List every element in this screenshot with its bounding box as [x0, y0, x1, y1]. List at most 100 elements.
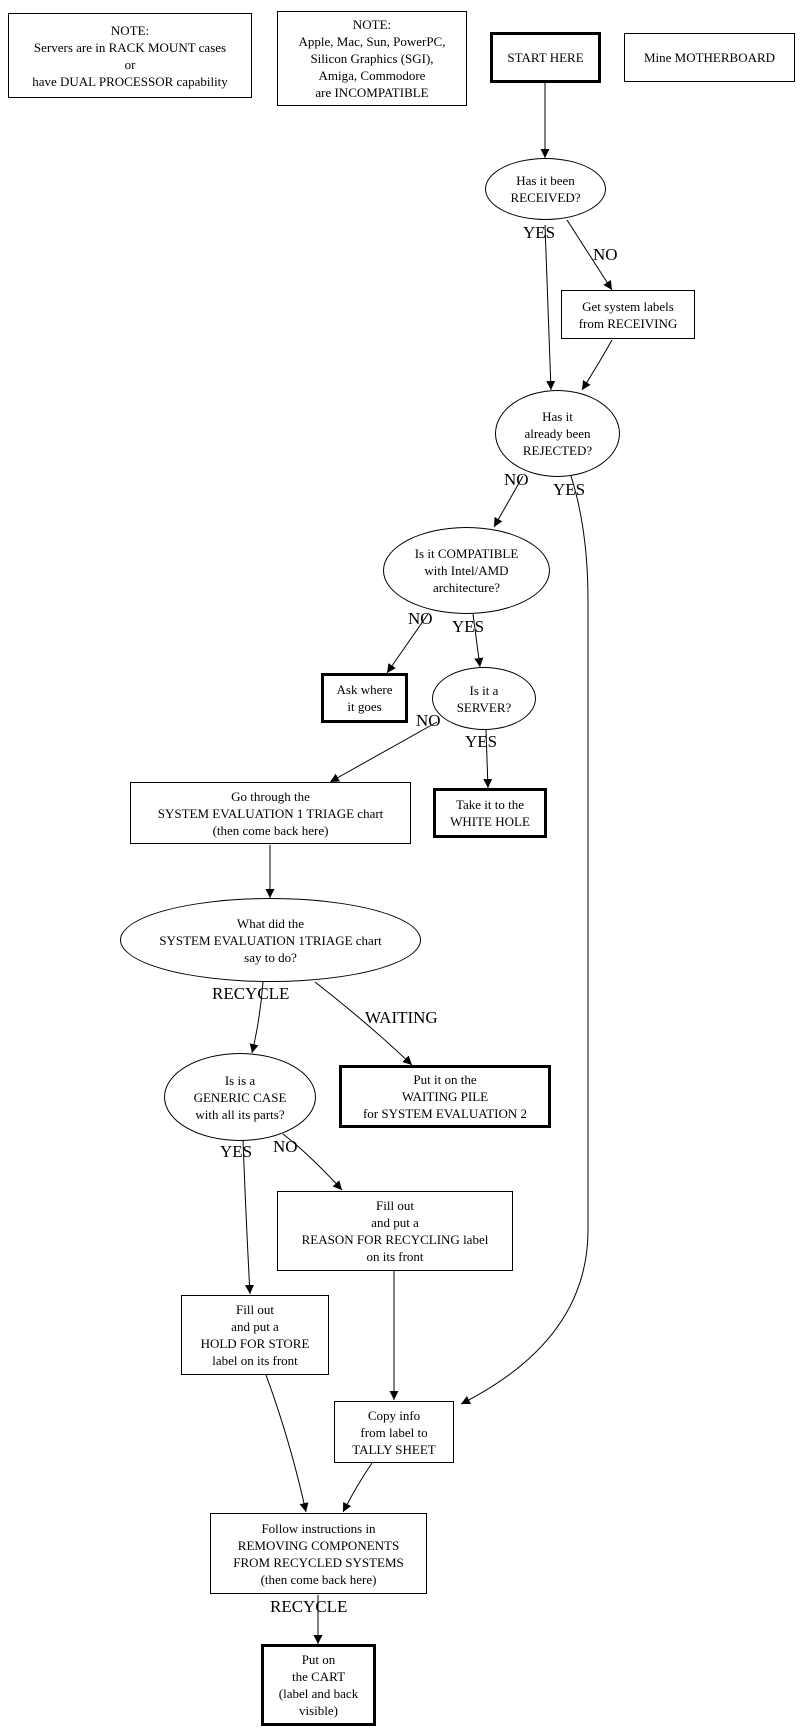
node-text-line: TALLY SHEET — [352, 1441, 436, 1457]
node-text-line: WHITE HOLE — [450, 814, 530, 829]
node-text-line: architecture? — [432, 580, 501, 595]
node-text-line: Copy info — [367, 1407, 421, 1423]
node-text-line: have DUAL PROCESSOR capability — [32, 73, 228, 89]
edge-received-yes-to-rejected — [544, 224, 556, 391]
node-text-line: Ask where — [336, 682, 393, 697]
edge-generic-no-to-reason — [282, 1133, 343, 1191]
node-ask-where-it-goes[interactable]: Ask where it goes — [321, 673, 408, 723]
node-text-line: (then come back here) — [212, 822, 329, 838]
node-text-line: the CART — [291, 1669, 346, 1684]
edge-label-what-recycle: RECYCLE — [212, 984, 290, 1003]
node-text-line: FROM RECYCLED SYSTEMS — [233, 1554, 404, 1570]
edge-what-recycle-to-generic — [249, 981, 264, 1054]
node-text-line: visible) — [299, 1703, 338, 1718]
node-text-line: Apple, Mac, Sun, PowerPC, — [298, 34, 446, 49]
node-text-line: (label and back — [278, 1686, 359, 1701]
edge-copy-info-to-follow — [342, 1462, 373, 1513]
edge-compatible-yes-to-server — [472, 613, 484, 668]
node-text-line: REASON FOR RECYCLING label — [301, 1232, 489, 1247]
node-text-line: already been — [524, 426, 591, 441]
node-text-line: it goes — [347, 699, 382, 714]
edge-label-server-yes: YES — [465, 732, 498, 751]
note-mine-motherboard: Mine MOTHERBOARD — [624, 33, 795, 82]
node-hold-for-store[interactable]: Fill out and put a HOLD FOR STORE label on … — [181, 1295, 329, 1375]
node-text-line: Fill out — [376, 1198, 414, 1213]
node-text-line: or — [124, 56, 136, 72]
node-reason-for-recycling[interactable]: Fill out and put a REASON FOR RECYCLING la… — [277, 1191, 513, 1271]
edge-received-no-to-get-labels — [566, 219, 613, 291]
edge-label-compatible-yes: YES — [452, 617, 485, 636]
edge-rejected-yes-to-copy-info — [460, 475, 589, 1405]
node-text-line: START HERE — [507, 50, 584, 65]
node-text-line: and put a — [371, 1215, 419, 1230]
node-text-line: on its front — [366, 1249, 424, 1264]
node-text-line: Go through the — [231, 788, 310, 804]
edge-server-yes-to-white-hole — [483, 729, 493, 789]
edge-label-generic-yes: YES — [220, 1142, 253, 1161]
node-text-line: label on its front — [212, 1353, 298, 1368]
node-is-compatible[interactable]: Is it COMPATIBLE with Intel/AMD architectu… — [383, 527, 550, 614]
node-text-line: for SYSTEM EVALUATION 2 — [362, 1106, 528, 1121]
edge-label-rejected-yes: YES — [553, 480, 586, 499]
node-text-line: NOTE: — [352, 17, 392, 32]
node-text-line: Take it to the — [455, 797, 525, 812]
edge-label-what-waiting: WAITING — [365, 1008, 438, 1027]
node-text-line: Servers are in RACK MOUNT cases — [33, 39, 227, 55]
node-text-line: from RECEIVING — [578, 315, 678, 331]
node-text-line: Silicon Graphics (SGI), — [310, 51, 434, 66]
node-text-line: Mine MOTHERBOARD — [643, 50, 776, 65]
node-text-line: Has it been — [516, 173, 575, 188]
node-text-line: Is is a — [224, 1072, 256, 1088]
node-text-line: Follow instructions in — [261, 1520, 376, 1536]
node-text-line: REMOVING COMPONENTS — [237, 1537, 400, 1553]
node-text-line: Put on — [301, 1652, 336, 1667]
node-text-line: say to do? — [244, 949, 297, 965]
node-text-line: are INCOMPATIBLE — [315, 85, 429, 100]
node-text-line: WAITING PILE — [401, 1089, 489, 1104]
node-text-line: GENERIC CASE — [193, 1089, 287, 1105]
note-incompatible: NOTE: Apple, Mac, Sun, PowerPC, Silicon Gr… — [277, 11, 467, 106]
node-text-line: with Intel/AMD — [424, 563, 509, 578]
node-text-line: Fill out — [236, 1302, 274, 1317]
node-text-line: Is it COMPATIBLE — [414, 546, 519, 561]
edge-what-waiting-to-waiting-pile — [314, 981, 413, 1066]
node-start-here[interactable]: START HERE — [490, 32, 601, 83]
node-text-line: Is it a — [469, 682, 499, 698]
node-text-line: What did the — [236, 915, 305, 931]
node-text-line: NOTE: — [110, 22, 150, 38]
edge-compatible-no-to-ask — [386, 613, 429, 674]
edge-server-no-to-go-through — [329, 721, 438, 783]
edge-hold-store-to-follow — [265, 1374, 309, 1513]
edge-label-rejected-no: NO — [504, 470, 529, 489]
node-text-line: Put it on the — [413, 1072, 477, 1087]
node-text-line: SERVER? — [456, 699, 512, 715]
edge-label-received-no: NO — [593, 245, 618, 264]
node-put-on-cart[interactable]: Put on the CART (label and back visible) — [261, 1644, 376, 1726]
edge-get-labels-to-rejected — [581, 339, 613, 391]
node-text-line: Amiga, Commodore — [318, 68, 426, 83]
edge-generic-yes-to-hold-store — [242, 1139, 255, 1295]
edge-label-received-yes: YES — [523, 223, 556, 242]
edge-label-generic-no: NO — [273, 1137, 298, 1156]
node-text-line: SYSTEM EVALUATION 1TRIAGE chart — [159, 932, 382, 948]
node-text-line: HOLD FOR STORE — [200, 1336, 310, 1351]
node-text-line: SYSTEM EVALUATION 1 TRIAGE chart — [157, 805, 384, 821]
edge-label-compatible-no: NO — [408, 609, 433, 628]
node-text-line: (then come back here) — [260, 1571, 377, 1587]
node-text-line: Has it — [542, 409, 573, 424]
node-text-line: and put a — [231, 1319, 279, 1334]
